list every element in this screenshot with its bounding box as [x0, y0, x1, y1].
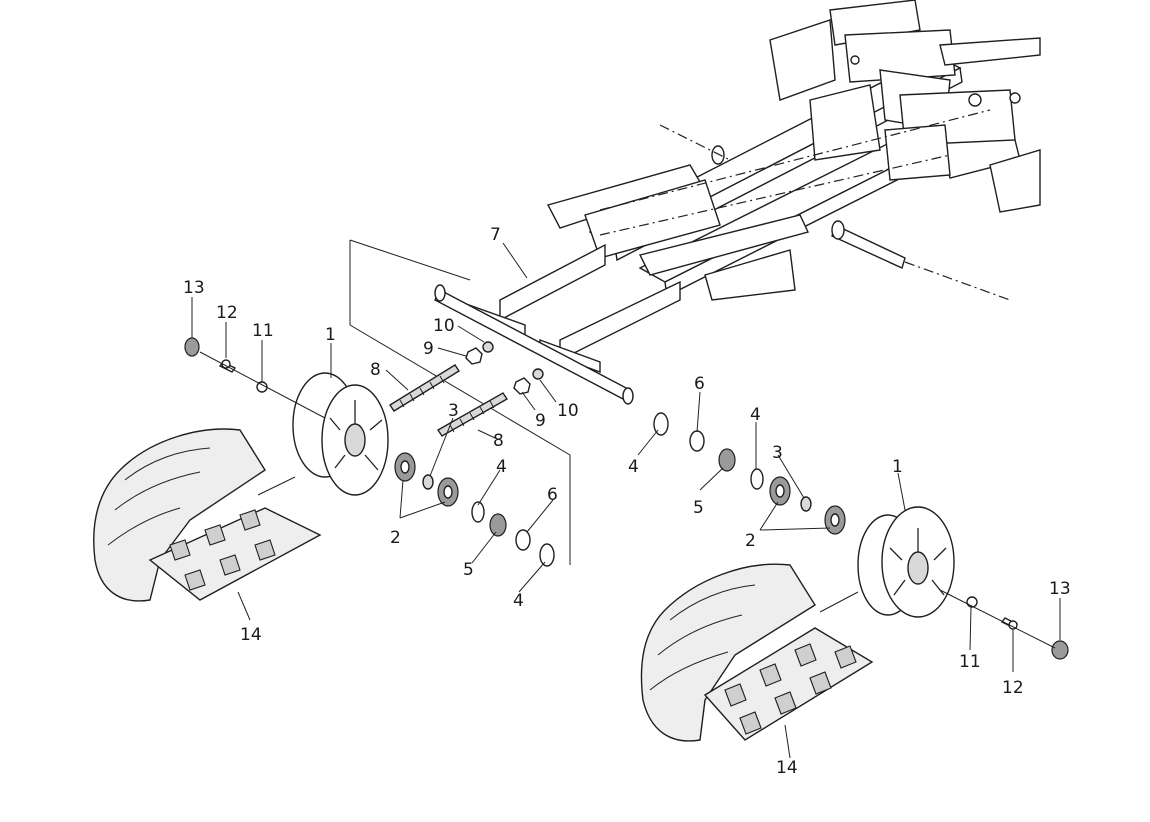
callout-2-left: 2: [390, 528, 401, 548]
callout-11-right: 11: [959, 652, 981, 672]
left-track: [93, 428, 322, 621]
group-bracket-top: [349, 239, 471, 281]
callout-4-left-upper: 4: [496, 457, 507, 477]
callout-9-lower: 9: [535, 411, 546, 431]
slide-rail-assembly: [434, 243, 681, 405]
callout-7: 7: [490, 225, 501, 245]
right-hub-cap-and-bolt: [939, 589, 1069, 660]
callout-4-right-upper: 4: [750, 405, 761, 425]
callout-4-right-lower: 4: [628, 457, 639, 477]
callout-3-right: 3: [772, 443, 783, 463]
callout-12-right: 12: [1002, 678, 1024, 698]
callout-10-lower: 10: [557, 401, 579, 421]
callout-8-upper: 8: [370, 360, 381, 380]
callout-9-upper: 9: [423, 339, 434, 359]
callout-6-left: 6: [547, 485, 558, 505]
callout-14-left: 14: [240, 625, 262, 645]
callout-4-left-lower: 4: [513, 591, 524, 611]
adjuster-bolts: [389, 364, 508, 437]
callout-5-right: 5: [693, 498, 704, 518]
callout-11-left: 11: [252, 321, 274, 341]
left-idler-wheel: [292, 372, 389, 496]
chassis-frame: [546, 0, 1041, 301]
callout-6-right: 6: [694, 374, 705, 394]
callout-1-left: 1: [325, 325, 336, 345]
callout-5-left: 5: [463, 560, 474, 580]
callout-13-left: 13: [183, 278, 205, 298]
callout-8-lower: 8: [493, 431, 504, 451]
right-idler-wheel: [857, 506, 955, 618]
callout-3-left: 3: [448, 401, 459, 421]
callout-1-right: 1: [892, 457, 903, 477]
callout-10-upper: 10: [433, 316, 455, 336]
callout-13-right: 13: [1049, 579, 1071, 599]
right-track: [640, 563, 874, 759]
group-bracket: [349, 240, 571, 565]
left-bearings-and-clips: [394, 452, 555, 567]
leader-lines: [191, 242, 1061, 672]
callout-labels: 13 12 11 1 7 10 9 8 3 8 9 10 4 6 2 5 4 1…: [183, 225, 1071, 778]
callout-12-left: 12: [216, 303, 238, 323]
nuts-and-washers: [465, 341, 544, 395]
callout-2-right: 2: [745, 531, 756, 551]
callout-14-right: 14: [776, 758, 798, 778]
right-bearings-and-clips: [653, 412, 846, 535]
